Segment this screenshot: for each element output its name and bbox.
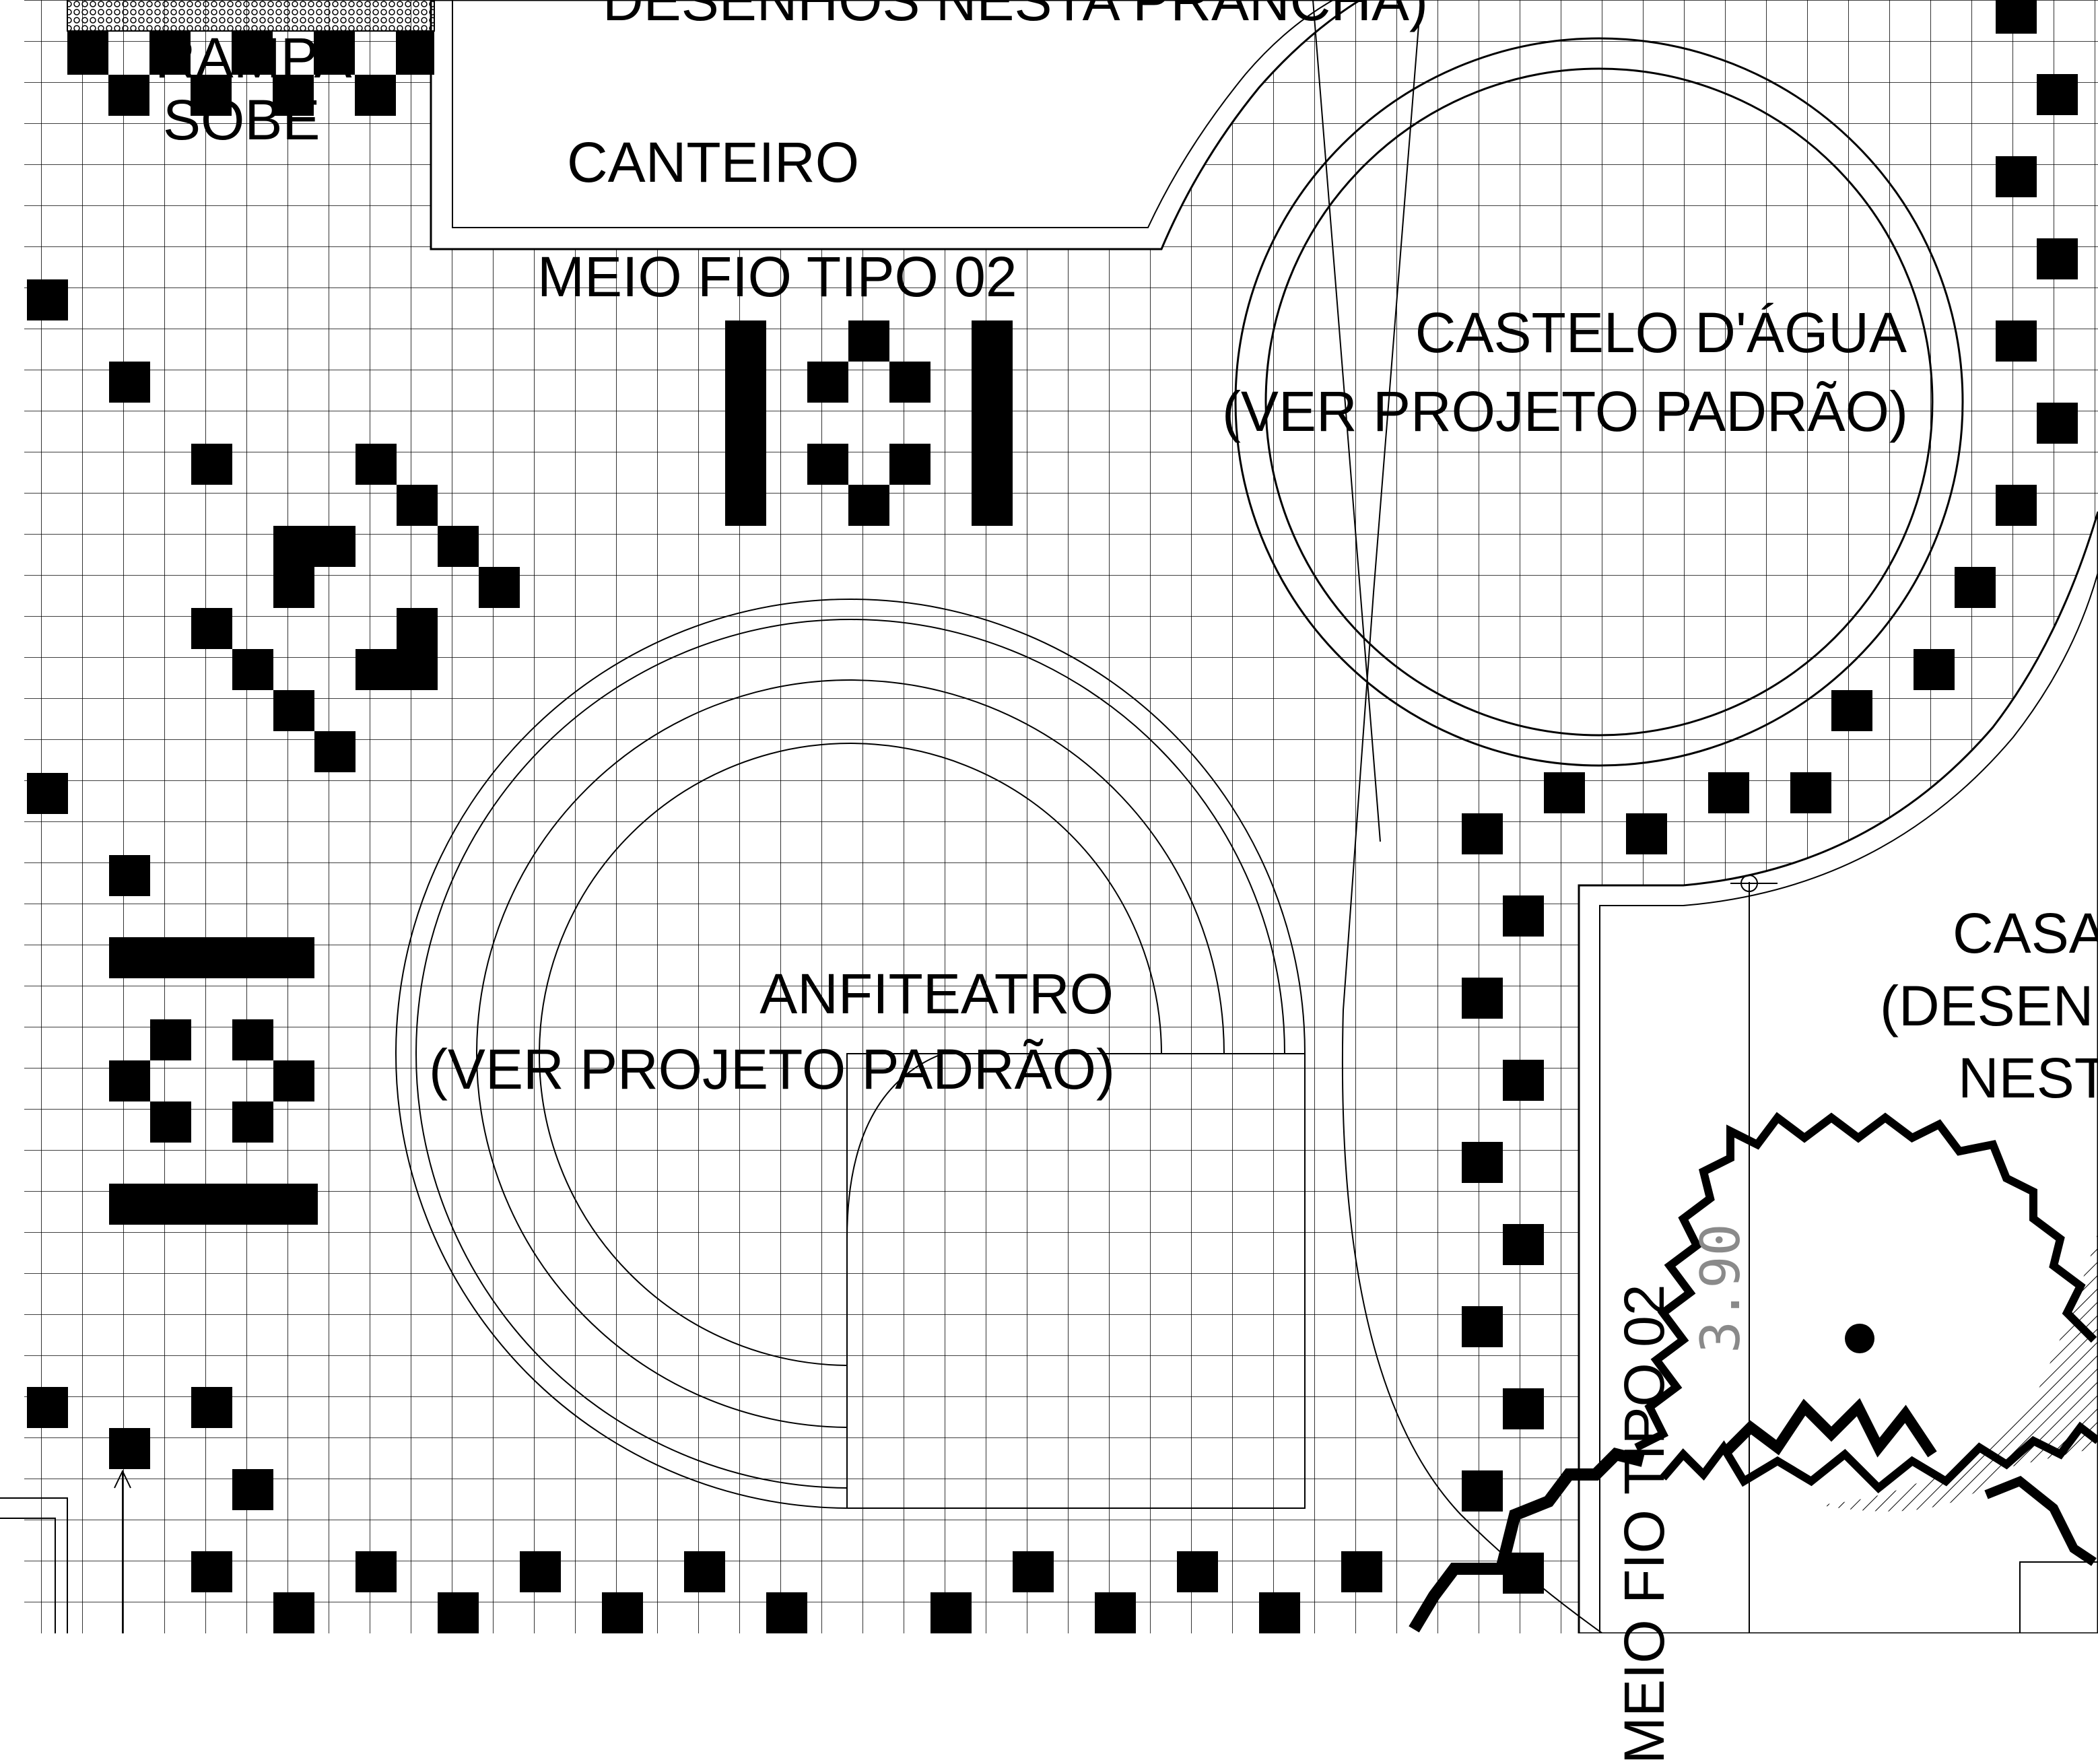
site-plan-drawing	[0, 0, 2098, 1633]
label-anfiteatro: ANFITEATRO	[759, 962, 1114, 1025]
label-castelo-dagua: CASTELO D'ÁGUA	[1415, 301, 1907, 364]
label-canteiro: CANTEIRO	[567, 131, 860, 194]
label-castelo-ver-projeto: (VER PROJETO PADRÃO)	[1221, 380, 1908, 443]
dimension-value: 3.90	[1689, 1223, 1752, 1353]
anfiteatro	[395, 599, 1306, 1509]
label-meio-fio-vertical: MEIO FIO TIPO 02	[1613, 1284, 1676, 1764]
label-casa: CASA	[1953, 902, 2098, 965]
label-meio-fio-tipo-02: MEIO FIO TIPO 02	[537, 245, 1017, 308]
canteiro-outer	[430, 0, 1362, 250]
canteiro-inner	[452, 0, 1334, 228]
black-paving-tiles	[27, 0, 2078, 1633]
casa-outer	[1578, 511, 2098, 1633]
label-casa-desenhos: (DESEN	[1880, 974, 2094, 1038]
ramp-texture	[67, 0, 435, 32]
label-desenhos-nesta-prancha: DESENHOS NESTA PRANCHA)	[603, 0, 1428, 32]
casa-inner	[1599, 572, 2098, 1633]
label-casa-nesta: NEST	[1958, 1046, 2098, 1110]
label-rampa: RAMPA	[155, 26, 352, 90]
label-sobe: SOBE	[163, 88, 320, 151]
castelo-dagua	[1234, 37, 1964, 767]
tree-canopy	[1409, 1112, 2098, 1633]
label-anfiteatro-ver-projeto: (VER PROJETO PADRÃO)	[428, 1038, 1115, 1101]
